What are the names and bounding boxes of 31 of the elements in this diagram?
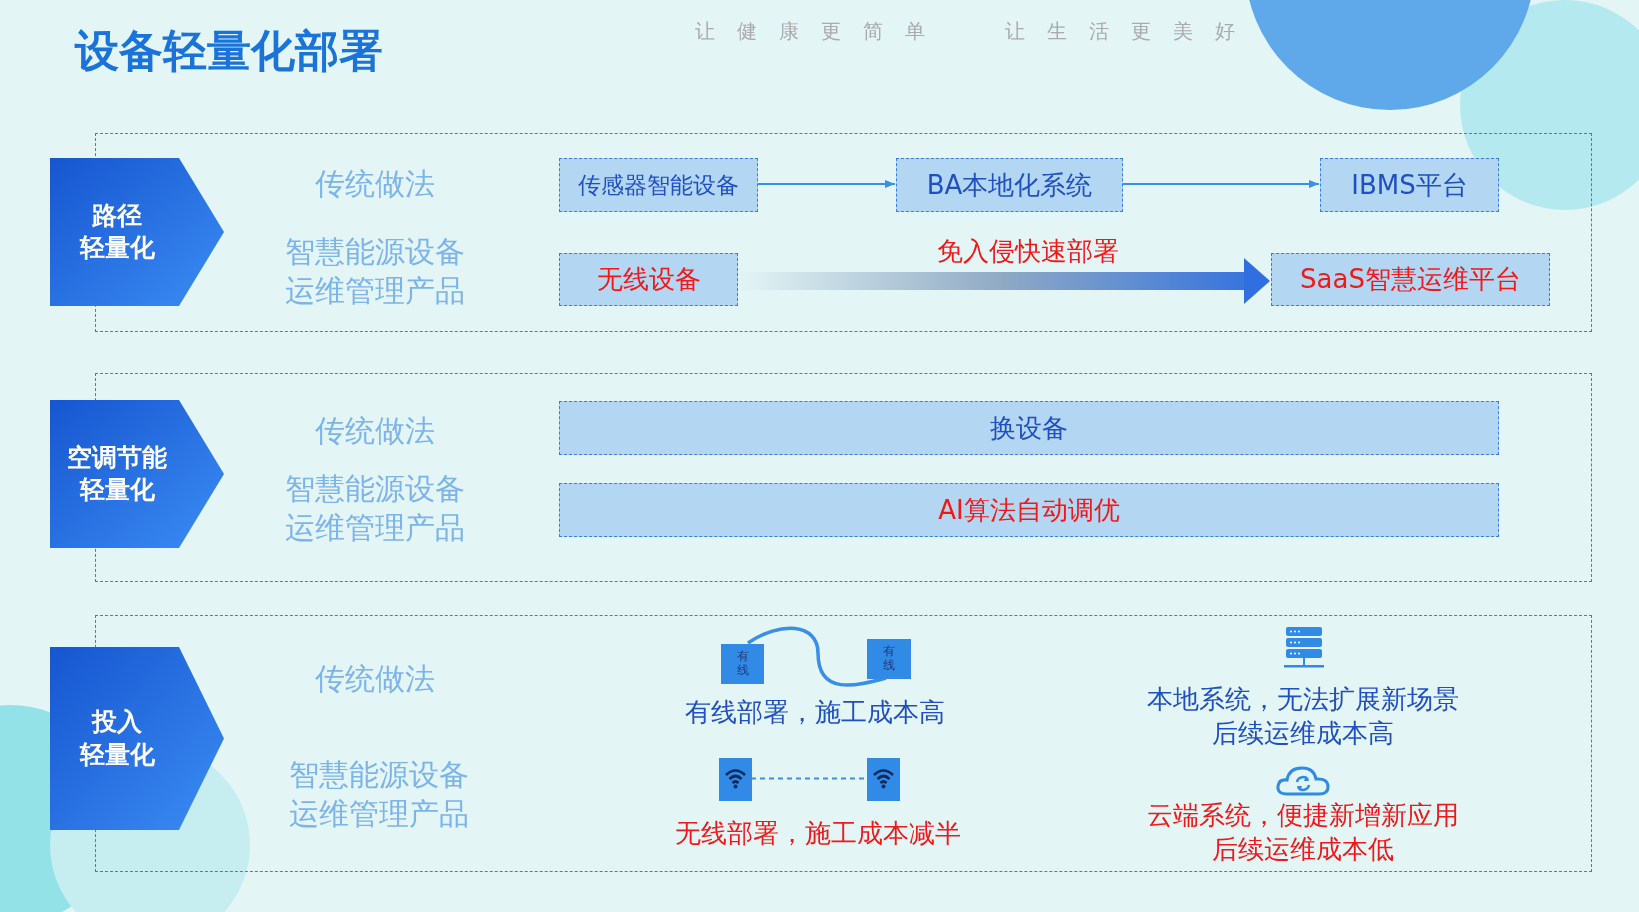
caption-text: 本地系统，无法扩展新场景后续运维成本高 bbox=[1146, 683, 1460, 750]
process-box: 传感器智能设备 bbox=[559, 158, 758, 212]
process-box: IBMS平台 bbox=[1320, 158, 1499, 212]
arrow bbox=[1121, 180, 1320, 188]
chevron-arrow: 空调节能轻量化 bbox=[50, 400, 224, 548]
title: 设备轻量化部署 bbox=[75, 24, 383, 78]
chevron-arrow: 投入轻量化 bbox=[50, 647, 224, 830]
row-label: 智慧能源设备运维管理产品 bbox=[284, 233, 466, 310]
wifi-icon bbox=[719, 758, 752, 801]
edge-label: 免入侵快速部署 bbox=[937, 235, 1119, 269]
slogan-text: 让健康更简单 bbox=[695, 18, 947, 45]
row-label: 智慧能源设备运维管理产品 bbox=[284, 470, 466, 547]
row-label: 传统做法 bbox=[315, 164, 435, 203]
device-box: 有线 bbox=[867, 639, 911, 679]
connector-line bbox=[747, 626, 887, 687]
caption-text: 无线部署，施工成本减半 bbox=[675, 817, 961, 851]
row-label: 传统做法 bbox=[315, 411, 435, 450]
caption-text: 有线部署，施工成本高 bbox=[685, 696, 945, 730]
chevron-arrow: 路径轻量化 bbox=[50, 158, 224, 306]
arrow bbox=[756, 180, 896, 188]
row-label: 智慧能源设备运维管理产品 bbox=[288, 756, 470, 833]
process-box: SaaS智慧运维平台 bbox=[1271, 253, 1550, 306]
process-box: 无线设备 bbox=[559, 253, 738, 306]
process-box: BA本地化系统 bbox=[896, 158, 1123, 212]
wifi-icon bbox=[867, 758, 900, 801]
process-box: 换设备 bbox=[559, 401, 1499, 455]
device-box: 有线 bbox=[721, 644, 764, 684]
caption-text: 云端系统，便捷新增新应用后续运维成本低 bbox=[1146, 799, 1460, 866]
process-box: AI算法自动调优 bbox=[559, 483, 1499, 537]
row-label: 传统做法 bbox=[315, 659, 435, 698]
slogan-text: 让生活更美好 bbox=[1005, 18, 1257, 45]
